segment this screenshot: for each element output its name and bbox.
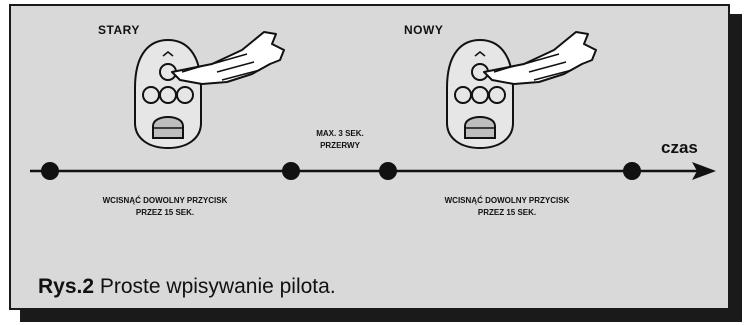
figure-caption: Rys.2 Proste wpisywanie pilota. bbox=[38, 275, 336, 299]
timeline-dot-start-2 bbox=[379, 162, 397, 180]
press-label-old-line2: PRZEZ 15 SEK. bbox=[135, 208, 195, 217]
time-axis-arrowhead bbox=[692, 162, 716, 180]
remote-new-label: NOWY bbox=[404, 23, 444, 37]
remote-old-label: STARY bbox=[98, 23, 140, 37]
press-label-new-line1: WCISNĄĆ DOWOLNY PRZYCISK bbox=[444, 196, 570, 205]
caption-figure-number: Rys.2 bbox=[38, 275, 95, 298]
caption-text: Proste wpisywanie pilota. bbox=[94, 275, 336, 298]
time-axis-label: czas bbox=[661, 138, 698, 157]
remote-new-icon bbox=[446, 38, 514, 150]
pointing-hand-icon-old bbox=[171, 31, 285, 85]
pause-label: MAX. 3 SEK. PRZERWY bbox=[296, 128, 384, 152]
pointing-hand-icon-new bbox=[483, 31, 597, 85]
figure-frame bbox=[9, 4, 730, 310]
timeline-dot-end-1 bbox=[282, 162, 300, 180]
press-label-old: WCISNĄĆ DOWOLNY PRZYCISK PRZEZ 15 SEK. bbox=[70, 195, 260, 219]
remote-old-icon bbox=[134, 38, 202, 150]
press-label-new: WCISNĄĆ DOWOLNY PRZYCISK PRZEZ 15 SEK. bbox=[412, 195, 602, 219]
press-label-old-line1: WCISNĄĆ DOWOLNY PRZYCISK bbox=[102, 196, 228, 205]
pause-label-line2: PRZERWY bbox=[320, 141, 360, 150]
timeline-dot-start-1 bbox=[41, 162, 59, 180]
timeline-dot-end-2 bbox=[623, 162, 641, 180]
press-label-new-line2: PRZEZ 15 SEK. bbox=[477, 208, 537, 217]
pause-label-line1: MAX. 3 SEK. bbox=[316, 129, 364, 138]
